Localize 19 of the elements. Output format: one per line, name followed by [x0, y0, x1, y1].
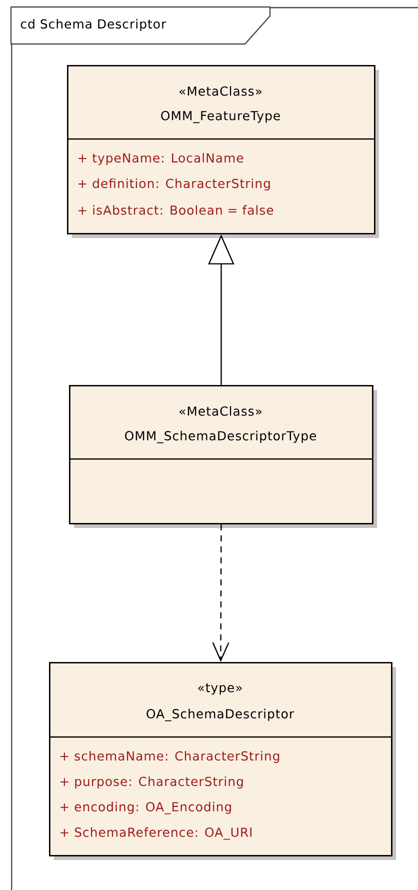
class-box [69, 385, 377, 528]
attribute-text: + typeName: LocalName [78, 152, 244, 166]
attribute-text: + definition: CharacterString [78, 178, 270, 191]
class-name: OMM_SchemaDescriptorType [125, 430, 316, 444]
dependency-arrow [212, 524, 230, 662]
diagram-frame [10, 6, 418, 890]
class-name: OMM_FeatureType [161, 110, 280, 124]
stereotype-label: «type» [198, 683, 242, 695]
attribute-text: + purpose: CharacterString [60, 776, 243, 789]
attribute-text: + isAbstract: Boolean = false [78, 205, 274, 215]
class-box [49, 662, 396, 860]
stereotype-label: «MetaClass» [180, 86, 262, 96]
class-name: OA_SchemaDescriptor [146, 708, 294, 722]
attribute-text: + SchemaReference: OA_URI [60, 827, 252, 840]
class-box [67, 65, 379, 238]
stereotype-label: «MetaClass» [180, 406, 262, 416]
attribute-text: + schemaName: CharacterString [60, 750, 280, 764]
attribute-text: + encoding: OA_Encoding [60, 802, 231, 814]
frame-title: cd Schema Descriptor [20, 18, 166, 32]
